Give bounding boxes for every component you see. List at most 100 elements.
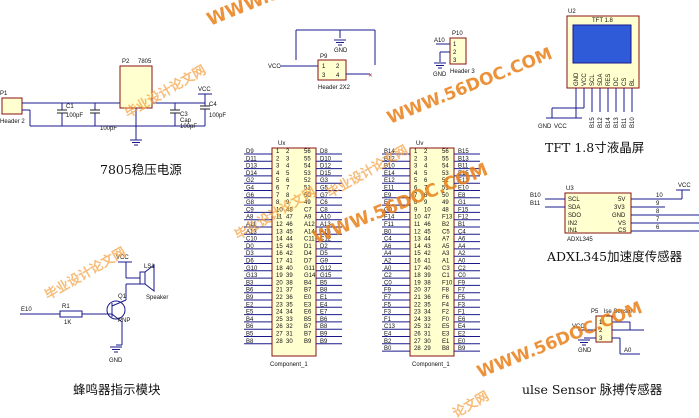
header-left-cell: E3 (304, 302, 312, 308)
header-left-cell: E7 (320, 310, 328, 316)
watermark-cn-3: 毕业设计论文网 (324, 142, 411, 201)
buzzer-speaker-label: Speaker (146, 295, 168, 301)
header-left-cell: 14 (276, 237, 283, 243)
p10-header (449, 37, 467, 65)
header-left-cell: 2 (286, 149, 290, 155)
accel-net-b11: B11 (530, 201, 541, 207)
header-left-cell: A11 (246, 222, 257, 228)
header-left-cell: 3 (286, 156, 290, 162)
header-left-cell: 43 (286, 244, 293, 250)
p10-label: Header 3 (450, 69, 475, 75)
header-right-cell: B15 (458, 149, 469, 155)
header-right-cell: 10 (424, 207, 431, 213)
accel-num-8: 8 (656, 209, 660, 215)
header-left-cell: D6 (246, 259, 254, 265)
header-left-cell: 22 (276, 295, 283, 301)
header-left-cell: G10 (246, 266, 258, 272)
header-right-cell: 38 (424, 280, 431, 286)
header-left-cell: B4 (304, 280, 312, 286)
header-left-cell: 41 (286, 259, 293, 265)
p9-gnd: GND (334, 48, 348, 54)
header-right-cell: C2 (384, 273, 392, 279)
header-right-cell: C0 (458, 273, 466, 279)
header-left-cell: 13 (276, 229, 283, 235)
header-right-cell: F2 (442, 310, 450, 316)
header-right-cell: 24 (414, 317, 421, 323)
header-right-cell: F9 (458, 280, 466, 286)
header-left-cell: 3 (276, 164, 280, 170)
speaker-cone-icon (144, 263, 155, 293)
header-left-cell: E6 (304, 310, 312, 316)
p9-header (317, 59, 347, 81)
header-right-cell: 6 (424, 178, 428, 184)
header-right-cell: 8 (424, 193, 428, 199)
accel-vcc: VCC (678, 183, 691, 189)
pulse-header (595, 315, 613, 343)
header-left-cell: D13 (246, 164, 258, 170)
watermark-domain-1: WWW.56DOC.COM (204, 0, 385, 31)
accel-pin-scl: SCL (568, 197, 580, 203)
accel-num-10: 10 (656, 193, 663, 199)
header-left-cell: B7 (304, 324, 312, 330)
header-right-cell: F5 (384, 302, 392, 308)
header-right-cell: C2 (458, 266, 466, 272)
q1-type: PNP (118, 318, 130, 324)
accel-num-7: 7 (656, 217, 660, 223)
header-right-cell: B8 (442, 346, 450, 352)
header-left-cell: 46 (286, 222, 293, 228)
watermark-domain-2: WWW.56DOC.COM (384, 44, 555, 129)
header-left-cell: C6 (320, 200, 328, 206)
header-left-cell: B8 (320, 288, 328, 294)
header-right-cell: 1 (414, 149, 418, 155)
header-right-cell: 3 (414, 164, 418, 170)
header-left-cell: C9 (246, 207, 254, 213)
header-right-cell: 14 (414, 244, 421, 250)
header-right-cell: E6 (458, 317, 466, 323)
accel-section: U3 SCL SDA SDO IN2 IN1 5V 3V3 GND VS CS … (530, 183, 699, 264)
accel-pin-vs: VS (618, 221, 626, 227)
header-left-cell: A14 (304, 229, 315, 235)
header-right-cell: 18 (414, 273, 421, 279)
header-right-cell: G0 (384, 207, 393, 213)
header-left-cell: 50 (304, 193, 311, 199)
header-right-cell: 34 (424, 310, 431, 316)
header-right-cell: 45 (424, 229, 431, 235)
header-left-cell: B7 (304, 288, 312, 294)
reg-ref: P2 (122, 59, 130, 65)
header-left-cell: 19 (276, 273, 283, 279)
header-left-cell: C7 (304, 207, 312, 213)
header-left-cell: 55 (304, 156, 311, 162)
header-right-cell: F14 (384, 215, 395, 221)
header-left-cell: 52 (304, 178, 311, 184)
header-left-cell: G11 (304, 266, 316, 272)
p9-section: GND P9 1 2 3 4 ✕ VCC Header 2X2 (268, 29, 376, 91)
header-right-cell: 7 (424, 186, 428, 192)
header-left-cell: E5 (246, 310, 254, 316)
header-right-cell: 35 (424, 302, 431, 308)
header-right-cell: 40 (424, 266, 431, 272)
c4-value: 100pF (209, 113, 226, 119)
pulse-net: A0 (624, 348, 632, 354)
header-left-cell: D7 (304, 259, 312, 265)
tft-section: U2 TFT 1.8 GND VCC SCL SDA RES DC CS BL … (538, 9, 644, 155)
header-left-cell: 39 (286, 273, 293, 279)
header-right-cell: C5 (442, 229, 450, 235)
accel-pin-gnd: GND (612, 213, 626, 219)
header-left-cell: D8 (320, 149, 328, 155)
header-left-cell: D15 (320, 171, 332, 177)
header-left-cell: 6 (276, 186, 280, 192)
header-right-cell: F12 (458, 215, 469, 221)
header-right-cell: F3 (384, 310, 392, 316)
header-right-cell: C4 (458, 229, 466, 235)
header-left-cell: 53 (304, 171, 311, 177)
header-left-cell: 7 (276, 193, 280, 199)
header-right-cell: E10 (458, 186, 469, 192)
header-right-cell: 5 (424, 171, 428, 177)
header-left-label: Component_1 (270, 362, 308, 368)
p9-pin2: 2 (336, 64, 340, 70)
header-right-cell: F3 (458, 302, 466, 308)
pulse-gnd: GND (578, 348, 592, 354)
header-left-cell: A12 (304, 222, 315, 228)
header-right-cell: F4 (442, 302, 450, 308)
